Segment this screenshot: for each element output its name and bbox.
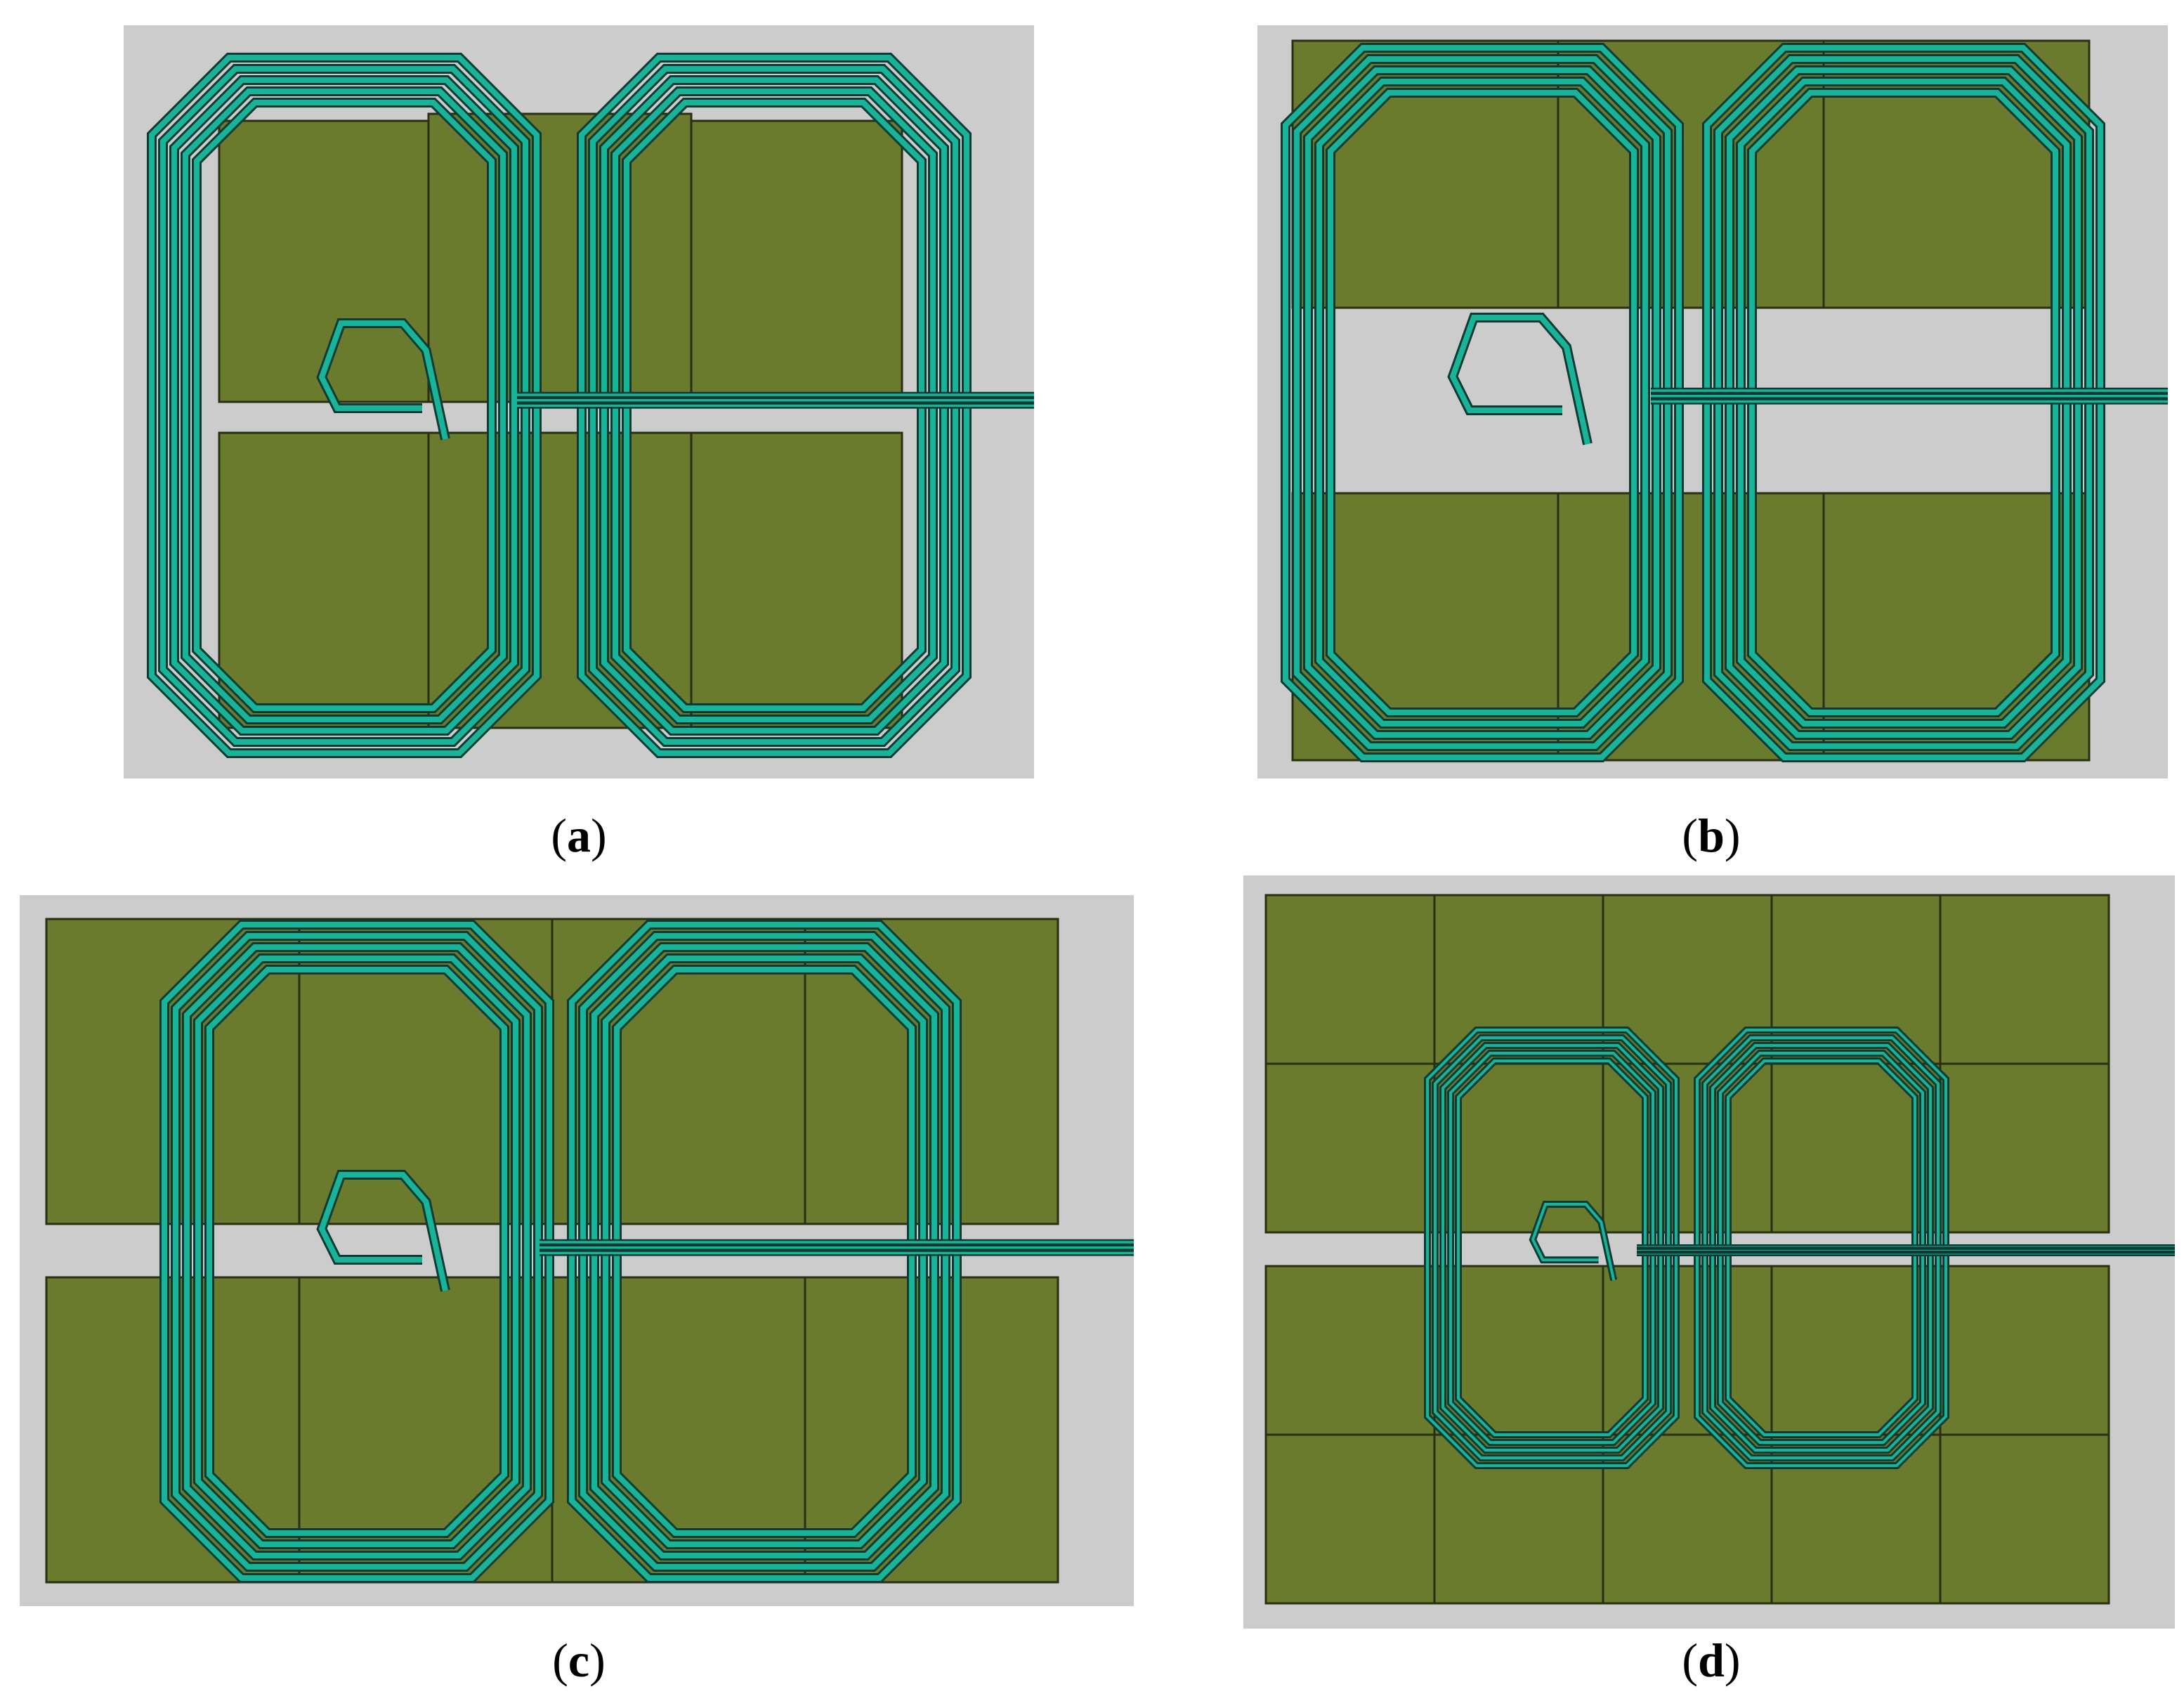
feed-line: [540, 1239, 1134, 1256]
ferrite-tile: [1264, 894, 1436, 1065]
right-d-coil-turn-fill: [1749, 90, 2058, 715]
ferrite-tile: [1602, 1062, 1773, 1234]
feed-line: [1651, 387, 2168, 405]
right-d-coil-turn-fill: [1711, 1044, 1932, 1452]
left-d-coil-turn-fill: [1434, 1036, 1670, 1459]
ferrite-tile: [1602, 1265, 1773, 1436]
ferrite-tile: [427, 431, 693, 729]
right-d-coil: [1694, 1027, 1949, 1469]
ferrite-tile: [690, 119, 903, 403]
ferrite-tile: [1264, 1433, 1436, 1605]
left-d-coil-turn-fill: [1449, 1052, 1654, 1444]
right-d-coil-turn-fill: [624, 100, 924, 711]
ferrite-tile: [1939, 1433, 2110, 1605]
ferrite-tile: [1939, 894, 2110, 1065]
left-d-coil-turn-fill: [1441, 1044, 1662, 1452]
panel-b-diagram: [1257, 25, 2168, 778]
left-d-coil-turn-fill: [1426, 1029, 1678, 1467]
coil-lead-loop-fill: [318, 1172, 448, 1291]
caption-d: (d): [1682, 1634, 1741, 1687]
ferrite-tile: [1939, 1265, 2110, 1436]
left-d-coil-turn-fill: [160, 66, 528, 745]
right-d-coil-turn-fill: [580, 933, 948, 1570]
left-d-coil: [147, 53, 542, 758]
left-d-coil-turn-fill: [1283, 45, 1682, 760]
caption-c: (c): [552, 1634, 606, 1687]
left-d-coil-turn-fill: [1316, 79, 1648, 726]
right-d-coil-turn-fill: [1696, 1029, 1947, 1467]
left-d-coil-turn-fill: [149, 55, 540, 756]
right-d-coil: [577, 53, 972, 758]
left-d-coil-turn-fill: [1328, 90, 1637, 715]
left-d-coil-turn-fill: [1305, 67, 1659, 738]
right-d-coil-turn-fill: [1715, 56, 2092, 749]
right-d-coil: [1702, 43, 2105, 762]
panel-a-diagram: [124, 25, 1034, 778]
caption-a: (a): [551, 809, 607, 862]
left-d-coil: [1424, 1027, 1680, 1469]
right-d-coil-turn-fill: [569, 922, 960, 1581]
left-d-coil-turn-fill: [171, 77, 517, 734]
left-d-coil-turn-fill: [194, 100, 495, 711]
panel-b: [1257, 25, 2168, 778]
panel-a: [124, 25, 1034, 778]
left-d-coil-turn-fill: [173, 933, 541, 1570]
right-d-coil-turn-fill: [590, 66, 958, 745]
right-d-coil-turn-fill: [1727, 1060, 1916, 1436]
left-d-coil-turn-fill: [183, 89, 506, 722]
right-d-coil-turn-fill: [1704, 45, 2103, 760]
right-d-coil-turn-fill: [614, 967, 915, 1536]
panel-c: [20, 895, 1134, 1606]
coil-lead-loop-fill: [1449, 315, 1590, 445]
panel-d: [1243, 875, 2175, 1629]
ferrite-tile: [218, 431, 430, 729]
feed-line: [517, 391, 1034, 409]
right-d-coil-turn-fill: [1704, 1036, 1940, 1459]
left-d-coil-turn-fill: [1294, 56, 1670, 749]
right-d-coil-turn-fill: [591, 944, 937, 1558]
feed-line: [1637, 1244, 2175, 1256]
right-d-coil-turn-fill: [603, 956, 926, 1547]
panel-d-diagram: [1243, 875, 2175, 1629]
caption-b: (b): [1682, 809, 1741, 862]
left-d-coil-turn-fill: [195, 956, 518, 1547]
left-d-coil-turn-fill: [184, 944, 530, 1558]
right-d-coil-turn-fill: [1738, 79, 2069, 726]
coil-lead-loop-fill: [1531, 1203, 1616, 1281]
left-d-coil-turn-fill: [207, 967, 507, 1536]
left-d-coil-turn-fill: [162, 922, 552, 1581]
left-d-coil: [159, 920, 554, 1583]
ferrite-tile: [218, 119, 430, 403]
right-d-coil-turn-fill: [613, 89, 936, 722]
ferrite-tile: [1939, 1062, 2110, 1234]
left-d-coil: [1281, 43, 1684, 762]
ferrite-tile: [1264, 1062, 1436, 1234]
ferrite-tile: [427, 112, 693, 403]
panel-c-diagram: [20, 895, 1134, 1606]
right-d-coil-turn-fill: [1719, 1052, 1924, 1444]
right-d-coil-turn-fill: [579, 55, 969, 756]
right-d-coil: [567, 920, 962, 1583]
ferrite-tile: [690, 431, 903, 729]
left-d-coil-turn-fill: [1457, 1060, 1647, 1436]
ferrite-tile: [1264, 1265, 1436, 1436]
right-d-coil-turn-fill: [601, 77, 947, 734]
coil-lead-loop-fill: [318, 320, 448, 440]
right-d-coil-turn-fill: [1727, 67, 2081, 738]
